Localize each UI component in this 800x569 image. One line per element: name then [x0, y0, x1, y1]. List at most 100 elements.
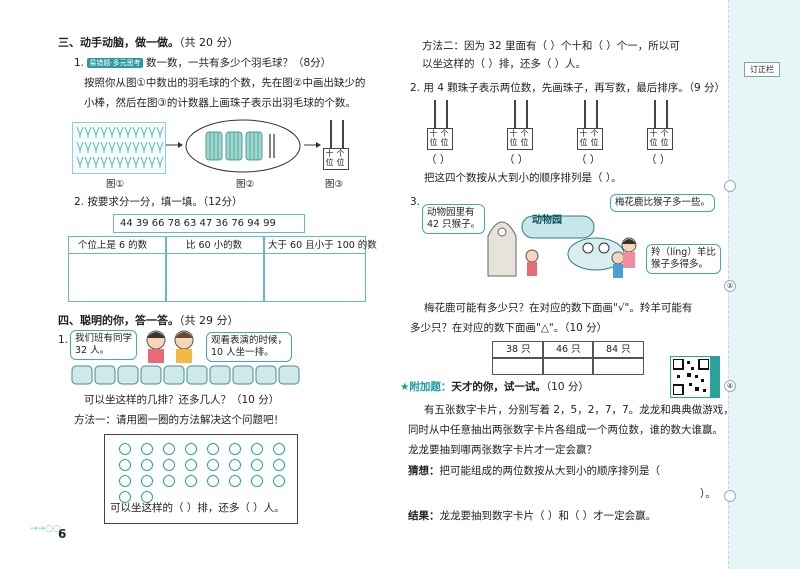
order-text: 把这四个数按从大到小的顺序排列是（ ）。	[424, 172, 622, 184]
circle-icon[interactable]	[251, 459, 263, 471]
sort-column-1	[68, 236, 166, 302]
abacus-rod-tens	[654, 100, 656, 130]
circle-icon[interactable]	[251, 475, 263, 487]
circle-icon[interactable]	[207, 459, 219, 471]
answer-line-1: 可以坐这样的（ ）排，还多（ ）人。	[110, 502, 285, 514]
abacus-rod-ones	[446, 100, 448, 130]
abacus-rod-tens	[434, 100, 436, 130]
shuttlecock-icon	[140, 156, 148, 168]
circle-icon[interactable]	[273, 443, 285, 455]
circle-icon[interactable]	[119, 475, 131, 487]
seat-icon	[255, 365, 277, 385]
circle-icon[interactable]	[229, 475, 241, 487]
abacus-base[interactable]: 十位个位	[427, 128, 453, 150]
circle-icon[interactable]	[163, 475, 175, 487]
count-cell: 46 只	[556, 344, 581, 355]
abacus-rod-ones	[342, 120, 344, 150]
figure1-label: 图①	[106, 179, 125, 190]
circle-icon[interactable]	[273, 459, 285, 471]
qr-code-icon	[670, 356, 720, 398]
q1-line: 1. 易错题·多元思考 数一数，一共有多少个羽毛球？（8分）	[74, 57, 332, 69]
figure2-label: 图②	[236, 179, 255, 190]
correction-tag: 订正栏	[744, 62, 780, 77]
circle-icon[interactable]	[207, 475, 219, 487]
circle-icon[interactable]	[141, 491, 153, 503]
bonus-line-2: 同时从中任意抽出两张数字卡片各组成一个两位数，谁的数大谁赢。	[408, 424, 723, 436]
figure2-bundles	[185, 119, 301, 173]
seat-icon	[209, 365, 231, 385]
abacus-rod-tens	[584, 100, 586, 130]
arrow-right-icon	[166, 142, 183, 148]
shuttlecock-icon	[132, 126, 140, 138]
speech-bubble-seats: 观看表演的时候，10 人坐一排。	[206, 332, 293, 362]
circle-icon[interactable]	[185, 475, 197, 487]
seat-icon	[232, 365, 254, 385]
shuttlecock-icon	[92, 156, 100, 168]
shuttlecock-icon	[76, 156, 84, 168]
shuttlecock-icon	[76, 126, 84, 138]
q43-number: 3.	[410, 196, 421, 208]
q2-line: 2. 按要求分一分，填一填。（12分）	[74, 196, 243, 208]
circle-icon[interactable]	[119, 459, 131, 471]
circle-icon[interactable]	[119, 491, 131, 503]
answer-cell[interactable]	[592, 357, 644, 375]
figure3-label: 图③	[325, 179, 344, 190]
abacus-base[interactable]: 十位个位	[647, 128, 673, 150]
shuttlecock-grid	[76, 126, 164, 168]
shuttlecock-icon	[156, 141, 164, 153]
circle-icon[interactable]	[185, 459, 197, 471]
circle-icon[interactable]	[119, 443, 131, 455]
circle-icon[interactable]	[207, 443, 219, 455]
method2-line-1: 方法二：因为 32 里面有（ ）个十和（ ）个一，所以可	[422, 40, 680, 52]
shuttlecock-icon	[132, 156, 140, 168]
sort-table: 个位上是 6 的数 比 60 小的数 大于 60 且小于 100 的数	[68, 236, 377, 302]
q1-desc-2: 小棒，然后在图③的计数器上画珠子表示出羽毛球的个数。	[84, 97, 356, 109]
circle-box[interactable]	[104, 434, 298, 524]
kids-illustration	[146, 330, 194, 363]
abacus-ones-label: 个位	[520, 129, 529, 147]
abacus-rod-ones	[526, 100, 528, 130]
circle-icon[interactable]	[273, 475, 285, 487]
abacus-base[interactable]: 十位个位	[577, 128, 603, 150]
abacus-tens-label: 十位	[509, 129, 518, 147]
circle-icon[interactable]	[163, 459, 175, 471]
shuttlecock-icon	[124, 126, 132, 138]
circle-icon[interactable]	[185, 443, 197, 455]
circle-icon[interactable]	[141, 475, 153, 487]
shuttlecock-icon	[156, 126, 164, 138]
answer-cell[interactable]	[542, 357, 594, 375]
girl-illustration	[621, 237, 637, 268]
circle-icon[interactable]	[251, 443, 263, 455]
numbers-box: 44 39 66 78 63 47 36 76 94 99	[113, 214, 305, 233]
sort-header-2: 比 60 小的数	[186, 240, 243, 251]
sort-column-2	[166, 236, 264, 302]
circle-icon[interactable]	[229, 443, 241, 455]
circle-icon[interactable]	[163, 443, 175, 455]
seat-icon	[163, 365, 185, 385]
abacus-rod-tens	[330, 120, 332, 150]
abacus-base[interactable]: 十位个位	[507, 128, 533, 150]
circle-icon[interactable]	[229, 459, 241, 471]
shuttlecock-icon	[124, 141, 132, 153]
shuttlecock-icon	[156, 156, 164, 168]
paren-2: （ ）	[504, 154, 529, 166]
speech-bubble-deer: 梅花鹿比猴子多一些。	[610, 194, 716, 212]
seat-icon	[186, 365, 208, 385]
shuttlecock-icon	[108, 141, 116, 153]
seat-icon	[71, 365, 93, 385]
shuttlecock-icon	[148, 156, 156, 168]
guess-end: ）。	[700, 488, 716, 500]
shuttlecock-icon	[108, 156, 116, 168]
circle-icon[interactable]	[141, 443, 153, 455]
correction-margin	[728, 0, 800, 569]
q41-question: 可以坐这样的几排？还多几人？（10 分）	[84, 394, 280, 406]
shuttlecock-icon	[100, 126, 108, 138]
seats-illustration	[71, 365, 300, 385]
answer-cell[interactable]	[492, 357, 544, 375]
circle-icon[interactable]	[141, 459, 153, 471]
abacus-rod-tens	[514, 100, 516, 130]
section3-title: 三、动手动脑，做一做。（共 20 分）	[58, 36, 239, 49]
speech-bubble-antelope: 羚（líng）羊比猴子多得多。	[646, 244, 721, 274]
abacus-tens-label: 十位	[325, 149, 334, 167]
abacus-ones-label: 个位	[660, 129, 669, 147]
